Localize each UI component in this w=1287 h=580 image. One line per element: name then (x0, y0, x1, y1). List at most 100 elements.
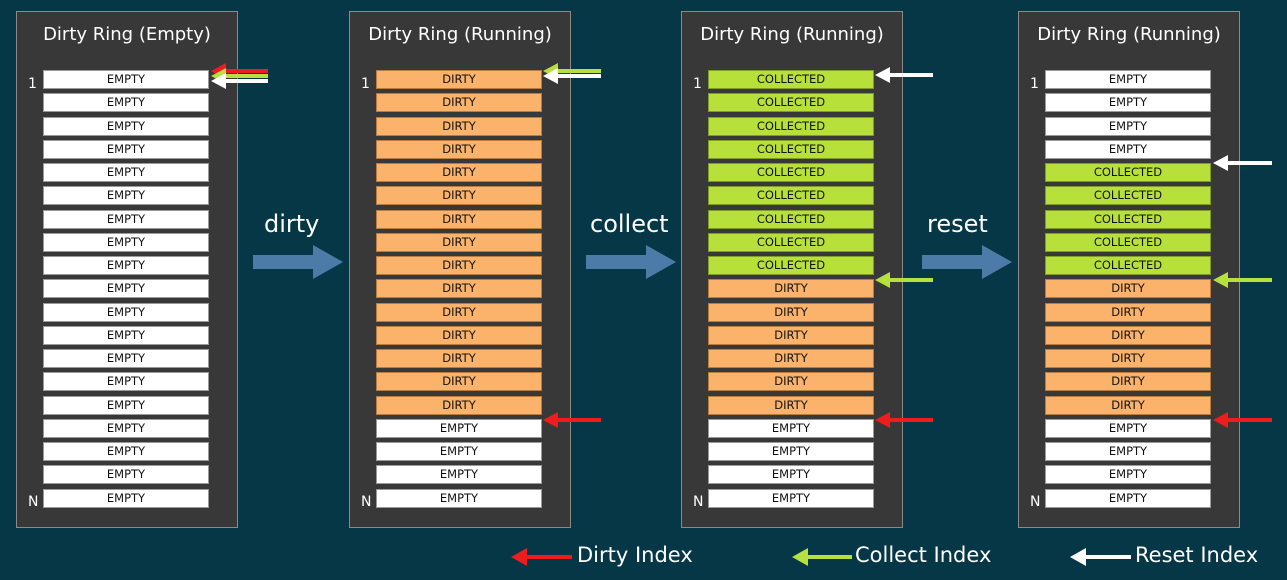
ring-slot-empty: EMPTY (43, 93, 209, 113)
ring-slot-dirty: DIRTY (376, 395, 542, 415)
first-index-label: 1 (361, 76, 370, 92)
ring-slot-dirty: DIRTY (376, 139, 542, 159)
ring-slot-collected: COLLECTED (1045, 163, 1211, 182)
red-arrow-icon (511, 548, 572, 566)
ring-slot-empty: EMPTY (708, 418, 874, 438)
ring-slot-dirty: DIRTY (708, 279, 874, 299)
ring-slot-empty: EMPTY (1045, 70, 1211, 89)
ring-slots: COLLECTED COLLECTED COLLECTED COLLECTED COLL… (682, 12, 902, 527)
last-index-label: N (361, 494, 372, 510)
ring-slot-dirty: DIRTY (1045, 302, 1211, 322)
ring-slot-collected: COLLECTED (708, 186, 874, 206)
ring-slot-dirty: DIRTY (376, 372, 542, 392)
ring-slot-empty: EMPTY (1045, 93, 1211, 113)
ring-slot-empty: EMPTY (708, 465, 874, 485)
ring-slot-empty: EMPTY (1045, 488, 1211, 508)
ring-slot-empty: EMPTY (1045, 139, 1211, 159)
ring-slot-collected: COLLECTED (708, 116, 874, 136)
reset-index-pointer (875, 67, 933, 83)
ring-slot-collected: COLLECTED (1045, 256, 1211, 275)
ring-slot-dirty: DIRTY (708, 349, 874, 368)
ring-slot-dirty: DIRTY (376, 302, 542, 322)
ring-slot-dirty: DIRTY (708, 302, 874, 322)
ring-slot-empty: EMPTY (43, 116, 209, 136)
ring-slot-dirty: DIRTY (376, 163, 542, 182)
ring-slot-empty: EMPTY (1045, 465, 1211, 485)
ring-slot-dirty: DIRTY (708, 395, 874, 415)
ring-slot-empty: EMPTY (43, 349, 209, 368)
ring-slot-dirty: DIRTY (376, 325, 542, 345)
ring-slot-empty: EMPTY (376, 442, 542, 461)
dirty-index-pointer (543, 412, 601, 428)
ring-slot-collected: COLLECTED (708, 256, 874, 275)
ring-slot-empty: EMPTY (43, 302, 209, 322)
ring-slot-collected: COLLECTED (708, 163, 874, 182)
panel-title: Dirty Ring (Empty) (43, 24, 211, 45)
ring-slot-dirty: DIRTY (376, 116, 542, 136)
ring-slot-empty: EMPTY (43, 442, 209, 461)
ring-slot-dirty: DIRTY (376, 186, 542, 206)
panel-title: Dirty Ring (Running) (1037, 24, 1221, 45)
ring-slot-empty: EMPTY (43, 163, 209, 182)
step-arrow-icon (586, 245, 676, 279)
ring-slots: EMPTY EMPTY EMPTY EMPTY EMPTY EMPTY EMPTY EMPTY… (17, 12, 237, 527)
ring-slot-collected: COLLECTED (708, 139, 874, 159)
ring-slot-empty: EMPTY (43, 209, 209, 229)
ring-slot-empty: EMPTY (43, 372, 209, 392)
reset-index-pointer (1213, 155, 1272, 171)
step-label-dirty: dirty (264, 210, 320, 238)
ring-slot-dirty: DIRTY (376, 349, 542, 368)
step-arrow-icon (922, 245, 1012, 279)
green-arrow-icon (792, 548, 852, 566)
ring-slot-collected: COLLECTED (1045, 186, 1211, 206)
ring-slot-collected: COLLECTED (708, 93, 874, 113)
reset-index-pointer (211, 73, 268, 89)
ring-slot-empty: EMPTY (43, 256, 209, 275)
step-label-reset: reset (927, 210, 988, 238)
panel-title: Dirty Ring (Running) (368, 24, 552, 45)
panel-title: Dirty Ring (Running) (700, 24, 884, 45)
ring-slot-empty: EMPTY (376, 488, 542, 508)
ring-slot-dirty: DIRTY (376, 70, 542, 89)
first-index-label: 1 (1030, 76, 1039, 92)
dirty-index-pointer (1213, 412, 1272, 428)
ring-slot-collected: COLLECTED (708, 209, 874, 229)
ring-slot-collected: COLLECTED (708, 70, 874, 89)
ring-slot-dirty: DIRTY (708, 372, 874, 392)
last-index-label: N (693, 494, 704, 510)
ring-slot-empty: EMPTY (376, 465, 542, 485)
ring-slot-empty: EMPTY (1045, 116, 1211, 136)
step-arrow-icon (253, 245, 343, 279)
ring-slot-collected: COLLECTED (1045, 209, 1211, 229)
ring-slot-dirty: DIRTY (1045, 325, 1211, 345)
ring-slot-empty: EMPTY (43, 232, 209, 252)
ring-slot-dirty: DIRTY (376, 93, 542, 113)
ring-slot-dirty: DIRTY (1045, 372, 1211, 392)
ring-slot-empty: EMPTY (1045, 418, 1211, 438)
ring-slot-dirty: DIRTY (376, 256, 542, 275)
collect-index-pointer (875, 272, 933, 288)
ring-slot-empty: EMPTY (376, 418, 542, 438)
ring-slot-dirty: DIRTY (708, 325, 874, 345)
ring-slot-empty: EMPTY (43, 418, 209, 438)
ring-slot-dirty: DIRTY (376, 232, 542, 252)
ring-slots: DIRTY DIRTY DIRTY DIRTY DIRTY DIRTY DIRTY DIRTY… (350, 12, 570, 527)
ring-slot-collected: COLLECTED (708, 232, 874, 252)
ring-slot-empty: EMPTY (43, 70, 209, 89)
ring-slot-dirty: DIRTY (376, 209, 542, 229)
ring-slot-dirty: DIRTY (1045, 395, 1211, 415)
white-arrow-icon (1070, 548, 1131, 566)
legend-label-collect-index: Collect Index (855, 543, 992, 567)
ring-slots: EMPTY EMPTY EMPTY EMPTY COLLECTED COLLECTED CO… (1019, 12, 1239, 527)
step-label-collect: collect (590, 210, 669, 238)
ring-slot-empty: EMPTY (708, 488, 874, 508)
ring-slot-empty: EMPTY (708, 442, 874, 461)
first-index-label: 1 (693, 76, 702, 92)
ring-slot-collected: COLLECTED (1045, 232, 1211, 252)
ring-slot-empty: EMPTY (1045, 442, 1211, 461)
ring-slot-empty: EMPTY (43, 395, 209, 415)
